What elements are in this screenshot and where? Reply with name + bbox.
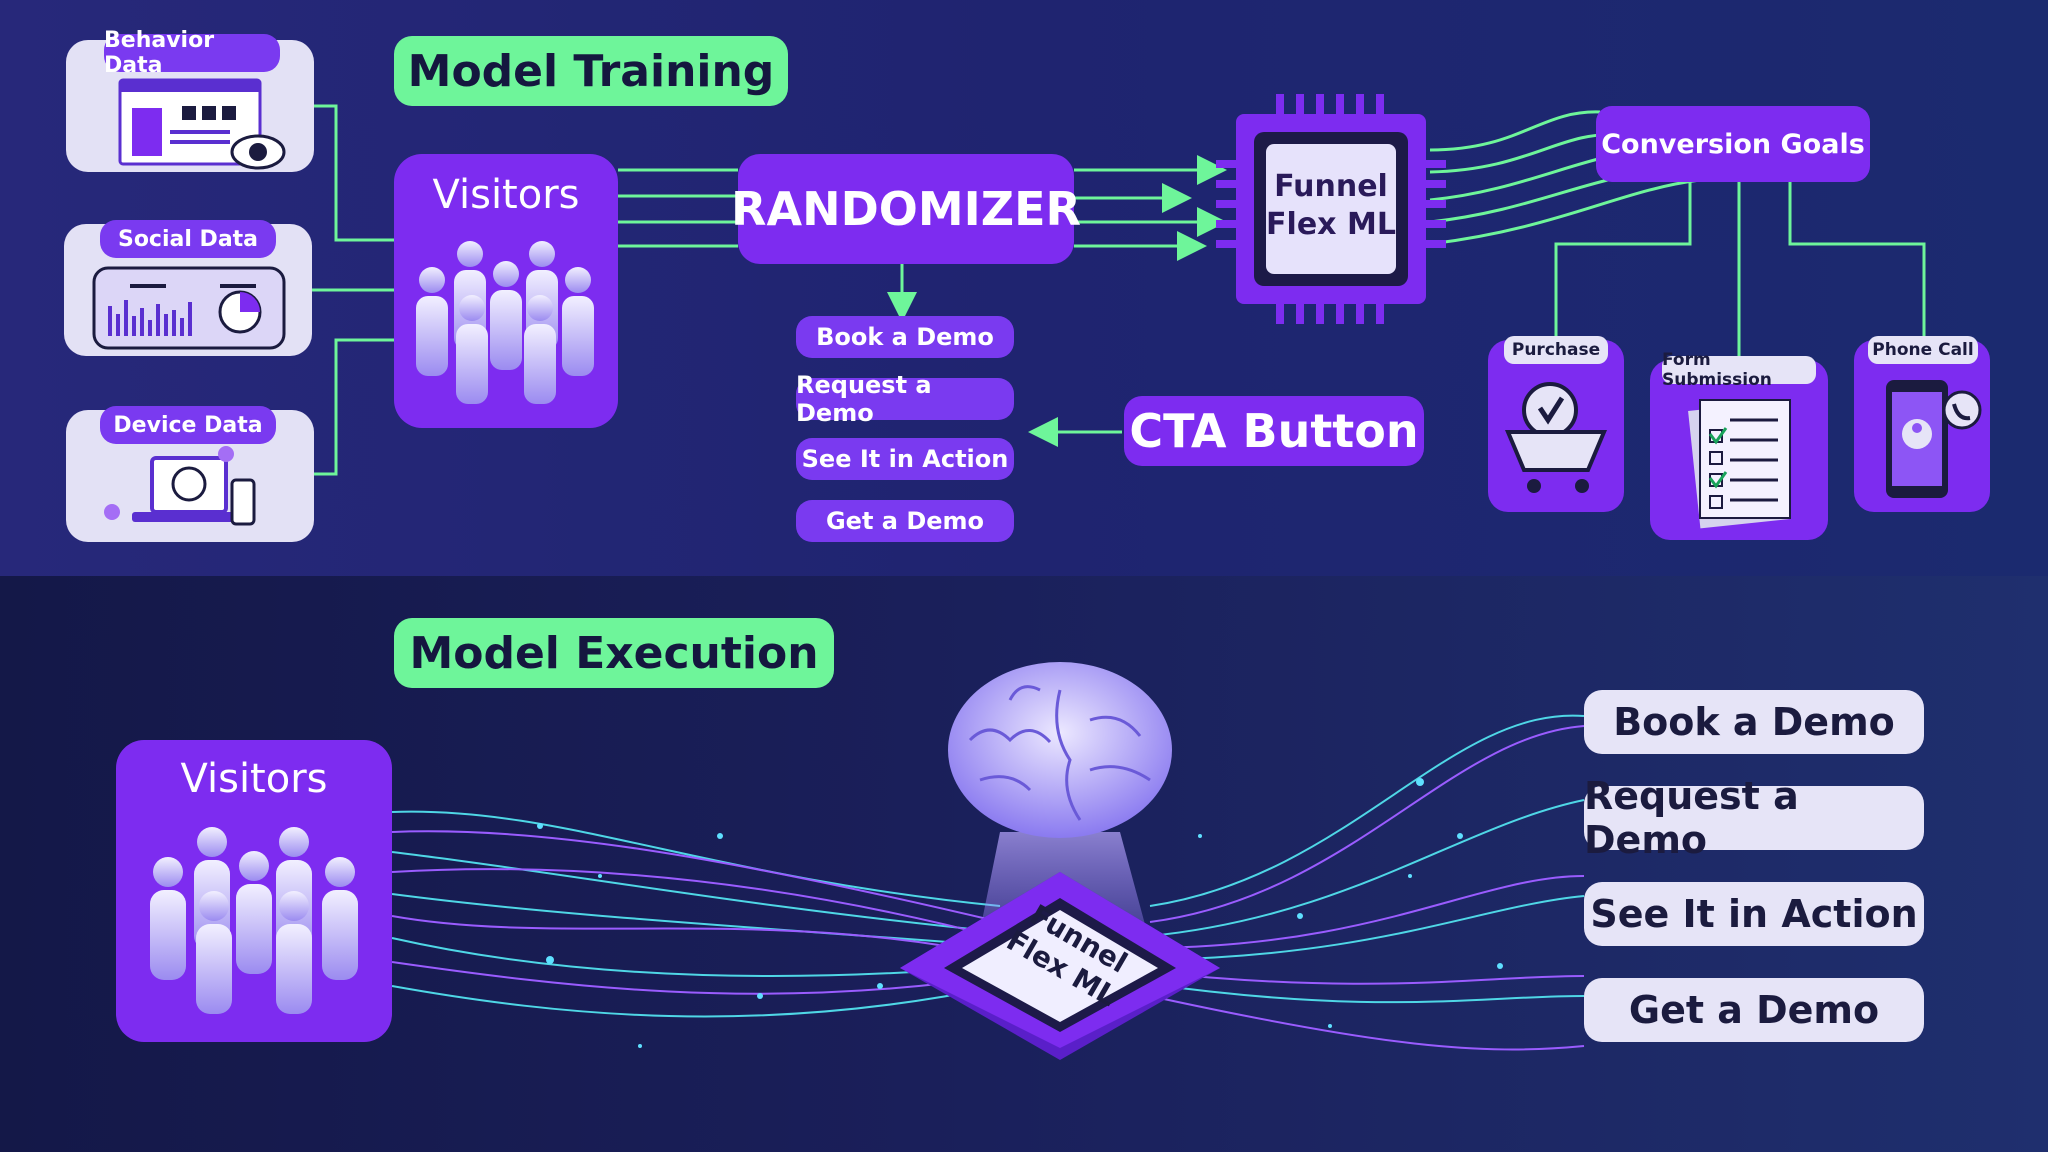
output-see-it-in-action[interactable]: See It in Action — [1584, 882, 1924, 946]
conversion-goals-box: Conversion Goals — [1596, 106, 1870, 182]
chip-base-icon — [900, 872, 1220, 1060]
behavior-data-label: Behavior Data — [104, 28, 280, 78]
chip-label-training: Funnel Flex ML — [1266, 168, 1396, 244]
checklist-form-icon — [1688, 399, 1791, 529]
smartphone-call-icon — [1886, 380, 1982, 498]
model-training-title: Model Training — [394, 36, 788, 106]
form-submission-label: Form Submission — [1662, 350, 1816, 390]
chip-line2: Flex ML — [1266, 207, 1396, 242]
cta-variant-book-a-demo[interactable]: Book a Demo — [796, 316, 1014, 358]
social-data-label: Social Data — [100, 220, 276, 258]
brain-chip-illustration — [900, 662, 1220, 1060]
analytics-chart-icon — [92, 266, 286, 350]
visitors-box-training: Visitors — [394, 154, 618, 428]
browser-eye-icon — [118, 78, 286, 170]
output-request-a-demo[interactable]: Request a Demo — [1584, 774, 1924, 862]
phone-call-label: Phone Call — [1868, 336, 1978, 364]
model-execution-title: Model Execution — [394, 618, 834, 688]
randomizer-box: RANDOMIZER — [731, 154, 1081, 264]
people-group-icon — [416, 241, 594, 404]
output-get-a-demo[interactable]: Get a Demo — [1584, 978, 1924, 1042]
execution-flow-lines — [391, 714, 1585, 1051]
funnel-flex-ml-chip — [1216, 94, 1446, 324]
shopping-cart-icon — [1504, 382, 1608, 493]
form-submission-goal-box — [1650, 360, 1828, 540]
device-data-label: Device Data — [100, 406, 276, 444]
purchase-goal-box — [1488, 340, 1624, 512]
people-group-icon-execution — [150, 827, 358, 1014]
output-book-a-demo[interactable]: Book a Demo — [1584, 690, 1924, 754]
cta-variant-get-a-demo[interactable]: Get a Demo — [796, 500, 1014, 542]
laptop-phone-icon — [104, 446, 256, 526]
visitors-label-execution: Visitors — [180, 756, 328, 802]
visitors-box-execution: Visitors — [116, 740, 392, 1042]
cta-variant-see-it-in-action[interactable]: See It in Action — [796, 438, 1014, 480]
phone-call-goal-box — [1854, 340, 1990, 512]
purchase-label: Purchase — [1504, 336, 1608, 364]
cta-variant-request-a-demo[interactable]: Request a Demo — [796, 371, 1014, 427]
chip-line1: Funnel — [1274, 169, 1388, 204]
visitors-label: Visitors — [432, 172, 580, 218]
cta-button-label: CTA Button — [1124, 396, 1424, 466]
brain-icon — [948, 662, 1172, 838]
